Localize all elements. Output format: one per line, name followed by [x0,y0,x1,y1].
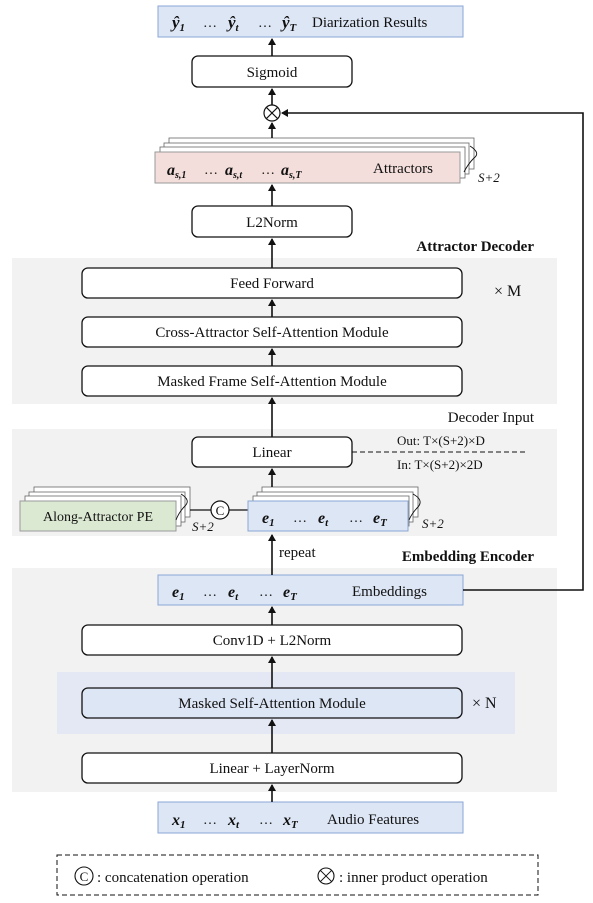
input-dots-1: … [203,813,217,828]
in-dim-label: In: T×(S+2)×2D [397,457,483,472]
decoder-title: Attractor Decoder [416,239,534,255]
output-y1: ŷ1 [170,13,185,34]
attractor-dots-2: … [261,163,275,178]
output-label: Diarization Results [312,15,428,31]
legend-inner-product-icon [317,867,335,885]
embeddings-dots-2: … [259,585,273,600]
embeddings-label: Embeddings [352,584,427,600]
emb-stack-e1: e1 [262,510,275,529]
legend-concat-label: : concatenation operation [97,870,249,886]
linear-label: Linear [252,445,291,461]
embeddings-e1: e1 [172,584,185,603]
repeat-label: repeat [279,545,316,561]
output-yT: ŷT [280,13,298,34]
emb-stack-eT: eT [373,510,388,529]
output-dots-1: … [203,16,217,31]
embeddings-eT: eT [283,584,298,603]
encoder-repeat-n: × N [472,695,497,712]
output-box [157,5,464,38]
output-dots-2: … [258,16,272,31]
along-attractor-pe-label: Along-Attractor PE [43,510,153,525]
concat-op: C [210,500,230,520]
pe-stack-label: S+2 [192,519,214,534]
legend-box [56,854,539,896]
embeddings-dots-1: … [203,585,217,600]
masked-frame-label: Masked Frame Self-Attention Module [157,374,387,390]
input-box [157,801,464,834]
attractors-stack-brace [463,145,478,173]
attractors-stack-label: S+2 [478,170,500,185]
embeddings-et: et [228,584,239,603]
emb-stack-dots-1: … [293,511,307,526]
pe-stack-brace [175,493,188,521]
emb-stack-label: S+2 [422,516,444,531]
embedding-stack-box [247,500,409,532]
output-yt: ŷt [226,13,240,34]
inner-product-op [263,104,281,122]
attractor-at: as,t [225,162,243,181]
conv1d-label: Conv1D + L2Norm [213,633,332,649]
attractors-label: Attractors [373,161,433,177]
legend-concat-icon: C [74,866,94,886]
attractor-a1: as,1 [167,162,186,181]
legend-inner-product-label: : inner product operation [339,870,488,886]
input-dots-2: … [259,813,273,828]
emb-stack-et: et [318,510,329,529]
input-xT: xT [282,812,299,831]
decoder-repeat-m: × M [494,283,521,300]
input-xt: xt [227,812,240,831]
attractor-dots-1: … [204,163,218,178]
emb-stack-dots-2: … [349,511,363,526]
sigmoid-label: Sigmoid [247,65,298,81]
input-label: Audio Features [327,812,419,828]
along-attractor-pe-box [19,500,177,532]
emb-stack-brace [408,493,421,521]
cross-attractor-label: Cross-Attractor Self-Attention Module [155,325,389,341]
decoder-input-label: Decoder Input [448,410,535,426]
arrows [268,38,584,802]
feed-forward-label: Feed Forward [230,276,314,292]
l2norm-label: L2Norm [246,215,298,231]
svg-text:C: C [216,503,225,518]
attractors-box [154,151,461,184]
out-dim-label: Out: T×(S+2)×D [397,433,485,448]
attractor-aT: as,T [281,162,302,181]
linear-layernorm-label: Linear + LayerNorm [209,761,334,777]
input-x1: x1 [171,812,186,831]
svg-text:C: C [80,869,89,884]
encoder-title: Embedding Encoder [402,549,534,565]
masked-self-attn-label: Masked Self-Attention Module [178,696,366,712]
